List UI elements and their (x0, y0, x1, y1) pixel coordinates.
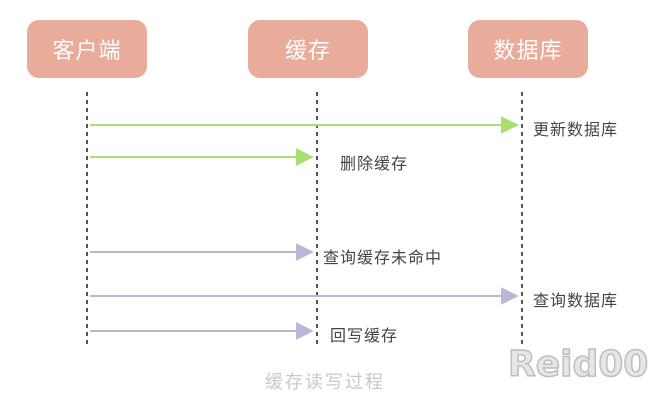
message-arrows (90, 116, 519, 340)
message-label-delete-cache: 删除缓存 (340, 154, 409, 173)
diagram-caption: 缓存读写过程 (265, 372, 385, 393)
message-label-write-back-cache: 回写缓存 (330, 326, 399, 345)
message-label-update-db: 更新数据库 (533, 120, 619, 139)
watermark: Reid00 (507, 343, 649, 386)
message-label-cache-miss: 查询缓存未命中 (323, 248, 443, 267)
participant-database: 数据库 (468, 20, 588, 78)
participant-client: 客户端 (27, 20, 147, 78)
participant-cache: 缓存 (248, 20, 368, 78)
message-label-query-db: 查询数据库 (533, 291, 619, 310)
